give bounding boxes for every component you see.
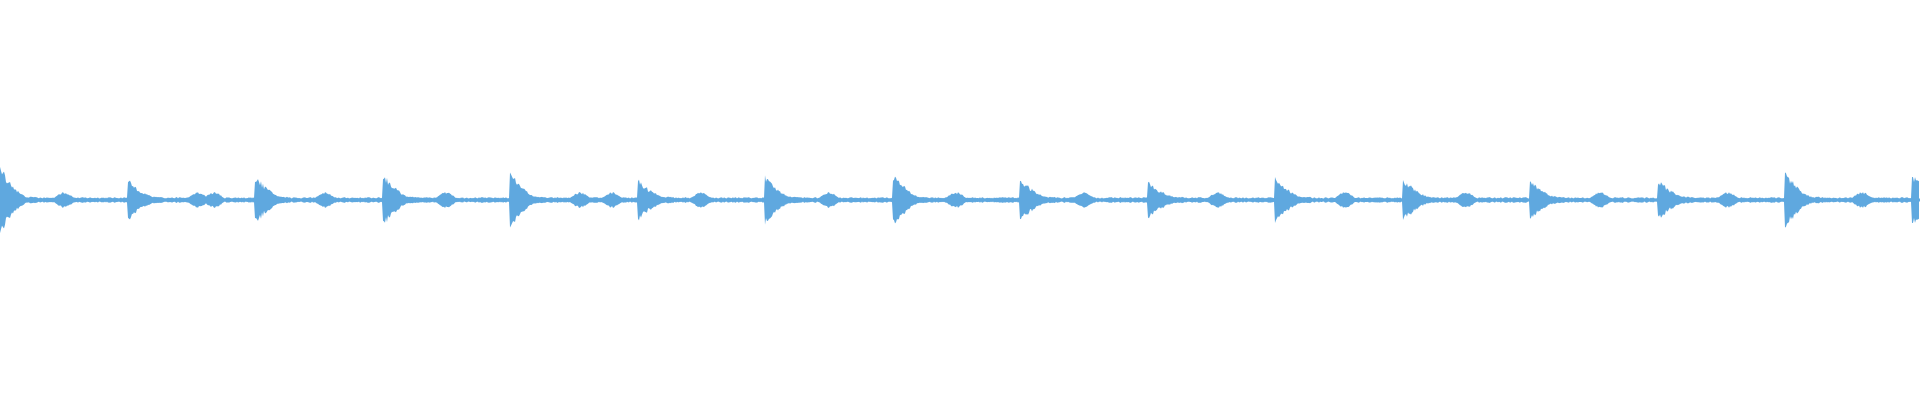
waveform-center-line [0,198,1920,202]
